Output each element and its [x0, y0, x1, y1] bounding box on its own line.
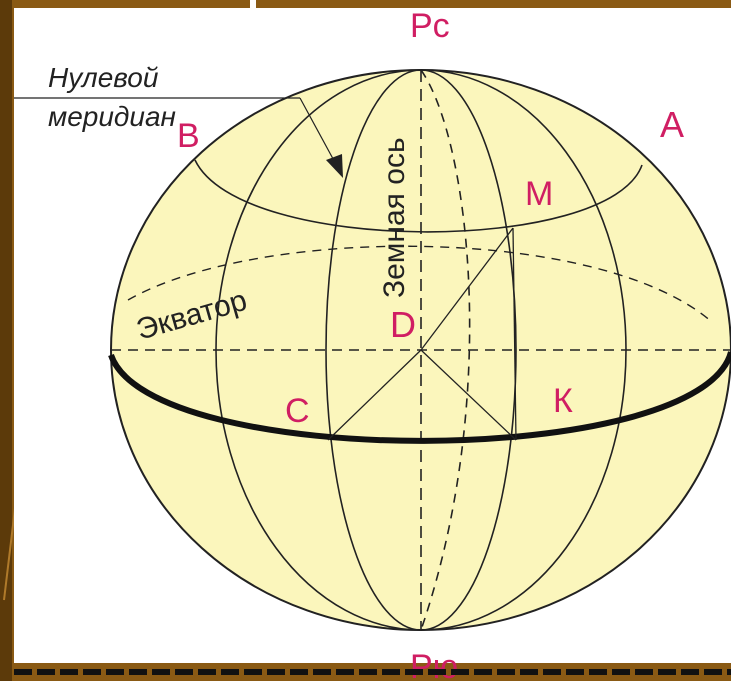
construction-lines: [327, 227, 517, 441]
callout-arrow-shaft: [299, 97, 339, 169]
line-d-k: [420, 349, 517, 441]
label-point-d: D: [390, 304, 416, 345]
label-point-a: А: [660, 104, 684, 145]
meridian-hidden: [420, 69, 471, 631]
line-d-c: [327, 349, 422, 441]
parallel-north: [194, 159, 643, 233]
callout-arrowhead: [326, 154, 343, 178]
equator-line: [108, 351, 731, 444]
meridian-2: [325, 69, 422, 631]
label-south-pole: Рю: [410, 648, 458, 681]
parallel-hidden: [127, 245, 713, 323]
label-point-c: С: [285, 392, 310, 430]
label-prime-meridian-2: меридиан: [48, 101, 176, 132]
line-d-m: [420, 227, 514, 351]
label-point-b: В: [177, 117, 200, 155]
label-point-k: К: [553, 382, 573, 420]
label-earth-axis: Земная ось: [378, 137, 411, 298]
line-m-k: [512, 227, 517, 441]
frame-dark-stripe: [0, 0, 12, 681]
top-divider: [250, 0, 256, 10]
meridian-3: [420, 69, 517, 631]
label-point-m: М: [525, 175, 553, 213]
label-north-pole: Рс: [410, 7, 450, 45]
label-prime-meridian-1: Нулевой: [48, 62, 159, 93]
